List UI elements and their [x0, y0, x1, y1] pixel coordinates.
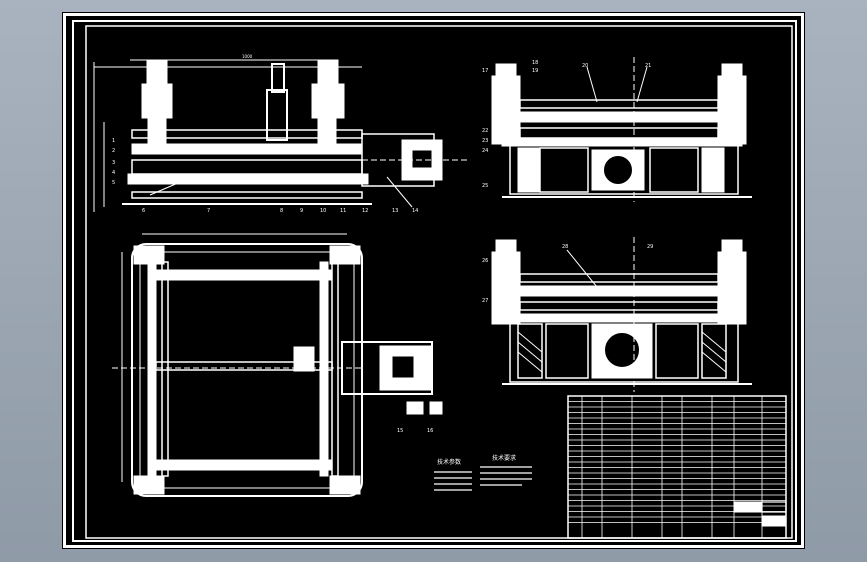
svg-text:9: 9	[300, 208, 303, 214]
svg-text:7: 7	[207, 208, 210, 214]
svg-text:10: 10	[320, 208, 326, 214]
svg-text:6: 6	[142, 208, 145, 214]
svg-text:15: 15	[397, 428, 403, 434]
technical-notes: 技术参数 技术要求	[434, 454, 532, 491]
svg-text:5: 5	[112, 180, 115, 186]
svg-text:28: 28	[562, 244, 568, 250]
svg-text:16: 16	[427, 428, 433, 434]
svg-text:2: 2	[112, 148, 115, 154]
svg-text:22: 22	[482, 128, 488, 134]
svg-text:21: 21	[645, 63, 651, 69]
params-heading: 技术参数	[437, 458, 461, 466]
svg-text:26: 26	[482, 258, 488, 264]
svg-text:27: 27	[482, 298, 488, 304]
svg-text:19: 19	[532, 68, 538, 74]
svg-text:1: 1	[112, 138, 115, 144]
svg-text:24: 24	[482, 148, 488, 154]
svg-text:23: 23	[482, 138, 488, 144]
svg-text:29: 29	[647, 244, 653, 250]
svg-text:25: 25	[482, 183, 488, 189]
svg-text:14: 14	[412, 208, 418, 214]
title-block	[567, 395, 787, 539]
svg-text:4: 4	[112, 170, 115, 176]
svg-text:3: 3	[112, 160, 115, 166]
svg-text:12: 12	[362, 208, 368, 214]
end-view-upper: 17 18 19 20 21 22 23 24 25	[482, 57, 752, 202]
svg-text:20: 20	[582, 63, 588, 69]
svg-text:17: 17	[482, 68, 488, 74]
sheet-border	[63, 13, 804, 548]
svg-text:1000: 1000	[242, 54, 253, 59]
notes-heading: 技术要求	[492, 454, 516, 462]
svg-text:13: 13	[392, 208, 398, 214]
svg-text:8: 8	[280, 208, 283, 214]
end-view-lower: 26 27 28 29	[482, 237, 752, 392]
svg-text:11: 11	[340, 208, 346, 214]
svg-text:18: 18	[532, 60, 538, 66]
